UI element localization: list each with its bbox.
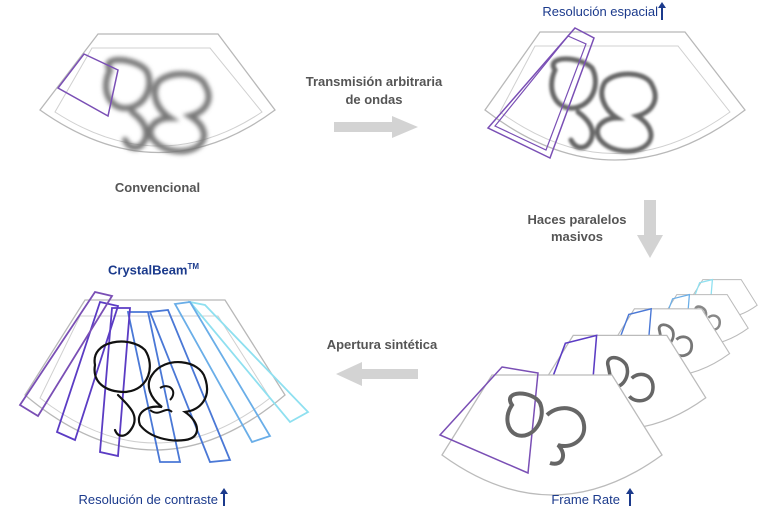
conventional-beam (56, 53, 119, 118)
haces-label-2: masivos (550, 229, 604, 244)
arrow-down-icon (637, 200, 663, 258)
up-arrow-icon (658, 2, 666, 20)
frame-rate-label: Frame Rate (551, 492, 620, 507)
crystalbeam-text: CrystalBeam (108, 262, 188, 278)
up-arrow-icon-3 (626, 488, 634, 506)
arrow-left-icon (336, 362, 418, 386)
crystalbeam-title: CrystalBeamTM (108, 262, 200, 278)
arrow-right-icon (334, 116, 418, 138)
transmision-label: Transmisión arbitraria (305, 74, 443, 89)
fetus-blurred-image (103, 56, 212, 155)
up-arrow-icon-2 (220, 488, 228, 506)
transmision-label-2: de ondas (345, 92, 403, 107)
fetus-sharp-image (93, 340, 209, 442)
haces-label: Haces paralelos (527, 212, 627, 227)
spatial-beam (486, 27, 595, 160)
fetus-blurred-image-2 (549, 56, 658, 154)
convencional-label: Convencional (114, 180, 201, 195)
resolucion-espacial-label: Resolución espacial (542, 4, 658, 19)
trademark-mark: TM (187, 262, 200, 271)
spatial-sector (484, 31, 746, 161)
frame-rate-stack (438, 278, 758, 496)
resolucion-contraste-label: Resolución de contraste (78, 492, 218, 507)
apertura-label: Apertura sintética (326, 337, 438, 352)
